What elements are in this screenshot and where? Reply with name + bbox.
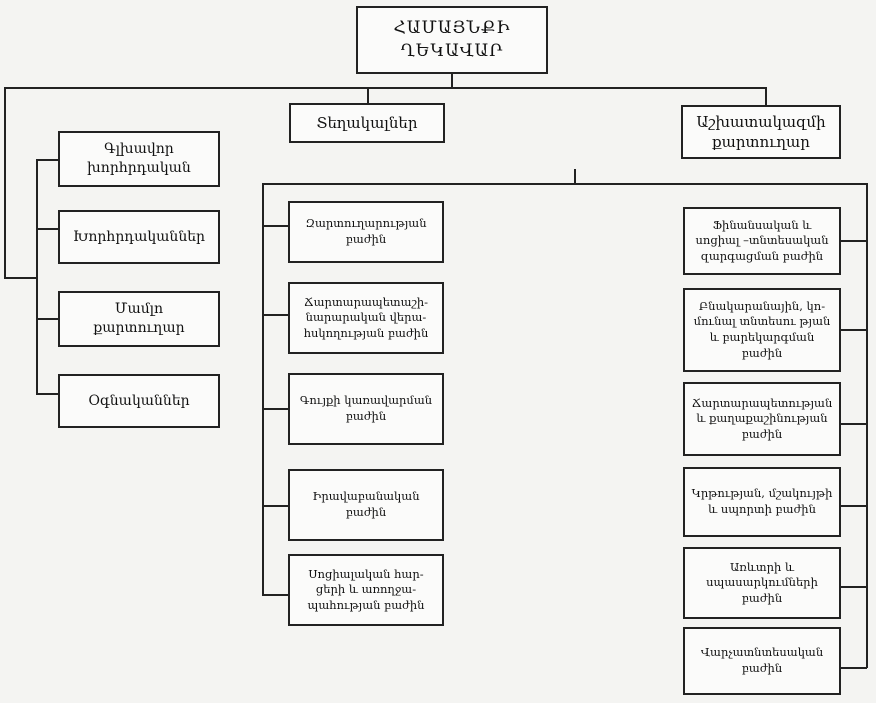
dept-box: Իրավաբանական բաժին — [288, 469, 444, 541]
dept-label: Առևտրի և սպասարկումների բաժին — [706, 559, 818, 605]
head-box: ՀԱՄԱՅՆՔԻ ՂԵԿԱՎԱՐ — [356, 6, 548, 74]
advisor-chief-box: Գլխավոր խորհրդական — [58, 131, 220, 187]
dept-box: Ֆինանսական և սոցիալ –տնտեսական զարգացման… — [683, 207, 841, 275]
assistants-label: Օգնականներ — [88, 392, 190, 409]
advisors-box: Խորհրդականներ — [58, 210, 220, 264]
press-secretary-box: Մամլո քարտուղար — [58, 291, 220, 347]
connector — [262, 594, 288, 596]
dept-box: Ճարտարապետության և քաղաքաշինության բաժին — [683, 382, 841, 456]
connector — [36, 159, 58, 161]
connector — [4, 87, 766, 89]
dept-box: Սոցիալական հար- ցերի և առողջա- պահության… — [288, 554, 444, 626]
advisor-chief-label: Գլխավոր խորհրդական — [87, 141, 191, 176]
connector — [841, 505, 867, 507]
press-secretary-label: Մամլո քարտուղար — [93, 301, 185, 336]
connector — [262, 225, 288, 227]
chief-of-staff-box: Աշխատակազմի քարտուղար — [681, 105, 841, 159]
dept-label: Կրթության, մշակույթի և սպորտի բաժին — [691, 486, 833, 516]
connector — [574, 169, 576, 184]
dept-box: Բնակարանային, կո- մունալ տնտեսու թյան և … — [683, 288, 841, 372]
connector — [451, 74, 453, 88]
assistants-box: Օգնականներ — [58, 374, 220, 428]
deputies-box: Տեղակալներ — [289, 103, 445, 143]
connector — [367, 87, 369, 103]
dept-label: Զարտուղարության բաժին — [305, 216, 427, 246]
connector — [841, 586, 867, 588]
dept-box: Առևտրի և սպասարկումների բաժին — [683, 547, 841, 619]
connector — [841, 423, 867, 425]
dept-label: Սոցիալական հար- ցերի և առողջա- պահության… — [307, 566, 425, 612]
connector — [262, 505, 288, 507]
connector — [765, 87, 767, 105]
connector — [262, 408, 288, 410]
connector — [36, 393, 58, 395]
dept-box: Կրթության, մշակույթի և սպորտի բաժին — [683, 467, 841, 537]
connector — [866, 183, 868, 668]
connector — [841, 240, 867, 242]
connector — [262, 183, 867, 185]
dept-label: Իրավաբանական բաժին — [312, 489, 420, 519]
connector — [841, 667, 867, 669]
head-label: ՀԱՄԱՅՆՔԻ ՂԵԿԱՎԱՐ — [393, 18, 511, 61]
dept-box: Ճարտարապետաշի- նարարական վերա- հսկողությ… — [288, 282, 444, 354]
dept-label: Բնակարանային, կո- մունալ տնտեսու թյան և … — [693, 298, 831, 360]
connector — [841, 329, 867, 331]
chief-of-staff-label: Աշխատակազմի քարտուղար — [696, 112, 826, 151]
dept-box: Գույքի կառավարման բաժին — [288, 373, 444, 445]
connector — [36, 228, 58, 230]
dept-label: Ճարտարապետաշի- նարարական վերա- հսկողությ… — [303, 294, 429, 340]
connector — [4, 277, 37, 279]
connector — [36, 318, 58, 320]
connector — [36, 159, 38, 395]
deputies-label: Տեղակալներ — [316, 113, 418, 132]
connector — [4, 87, 6, 278]
connector — [262, 314, 288, 316]
dept-label: Գույքի կառավարման բաժին — [299, 393, 433, 423]
connector — [262, 183, 264, 596]
dept-box: Վարչատնտեսական բաժին — [683, 627, 841, 695]
dept-label: Վարչատնտեսական բաժին — [700, 645, 824, 675]
dept-label: Ֆինանսական և սոցիալ –տնտեսական զարգացման… — [695, 217, 829, 263]
advisors-label: Խորհրդականներ — [72, 228, 206, 245]
dept-box: Զարտուղարության բաժին — [288, 201, 444, 263]
dept-label: Ճարտարապետության և քաղաքաշինության բաժին — [691, 395, 833, 441]
